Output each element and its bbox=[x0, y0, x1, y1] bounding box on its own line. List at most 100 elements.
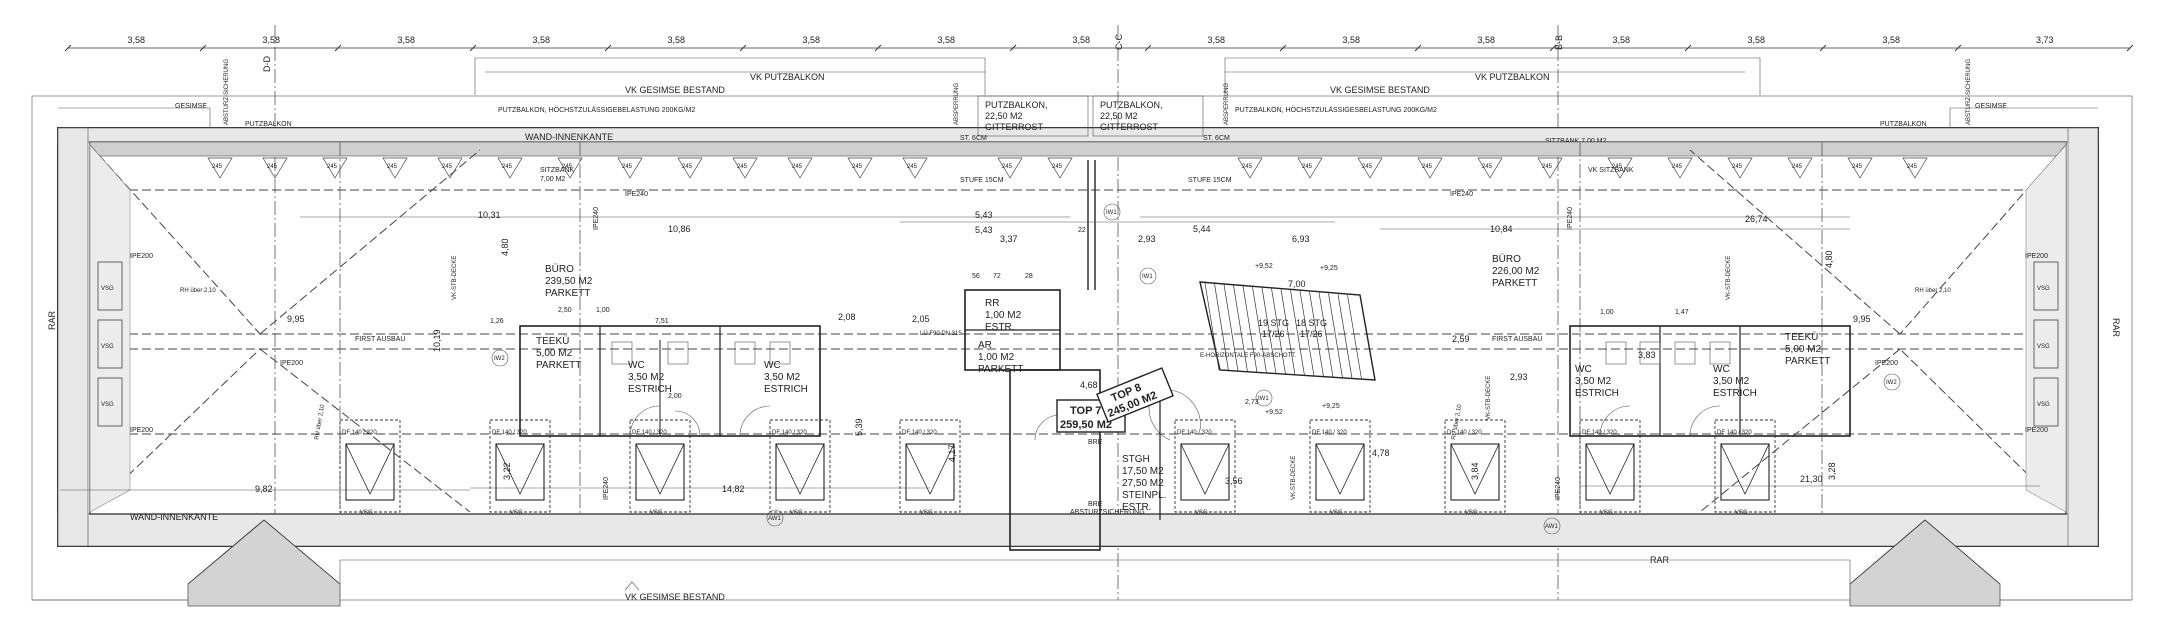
truss-triangle bbox=[617, 157, 643, 179]
ipe240-3: IPE240 bbox=[593, 207, 600, 230]
wc2-area: 3,50 M2 bbox=[764, 372, 801, 383]
wc1-name: WC bbox=[628, 360, 645, 371]
skylight-fold bbox=[1180, 443, 1230, 495]
skylight-fold bbox=[905, 443, 955, 495]
dim-925b: +9,25 bbox=[1322, 403, 1340, 410]
dim-1086: 10,86 bbox=[668, 224, 691, 234]
ar-name: AR bbox=[978, 340, 992, 351]
truss-dim: 245 bbox=[387, 164, 398, 170]
vsg-label: VSG bbox=[2037, 344, 2050, 350]
truss-dim: 245 bbox=[1002, 164, 1013, 170]
truss-dim: 245 bbox=[622, 164, 633, 170]
skylight-label: DF 140 / 320 bbox=[902, 430, 937, 436]
dim-356: 3,56 bbox=[1225, 476, 1243, 486]
wc3-floor: ESTRICH bbox=[1575, 388, 1619, 399]
skylight-vsg: VSG bbox=[1735, 510, 1748, 516]
skylight-frame bbox=[1309, 419, 1371, 513]
top-dim-label: 3,73 bbox=[2036, 35, 2054, 45]
gitterrost-right-line1: PUTZBALKON, bbox=[1100, 100, 1163, 110]
skylight-vsg: VSG bbox=[1330, 510, 1343, 516]
teekue-right-floor: PARKETT bbox=[1785, 356, 1830, 367]
label-stufe-left: STUFE 15CM bbox=[960, 177, 1004, 184]
wc4-name: WC bbox=[1713, 364, 1730, 375]
skylight-fold bbox=[1720, 443, 1770, 495]
label-absturzsicherung: ABSTURZSICHERUNG bbox=[1070, 509, 1145, 516]
room-wc-2: WC 3,50 M2 ESTRICH bbox=[764, 360, 808, 395]
dim-200: 2,00 bbox=[668, 393, 682, 400]
truss-dim: 245 bbox=[682, 164, 693, 170]
top-dim-label: 3,58 bbox=[803, 35, 821, 45]
dim-tick bbox=[604, 44, 612, 52]
dim-337: 3,37 bbox=[1000, 234, 1018, 244]
truss-triangle bbox=[1297, 157, 1323, 179]
dim-tick bbox=[1549, 44, 1557, 52]
wc1-floor: ESTRICH bbox=[628, 384, 672, 395]
wc3-name: WC bbox=[1575, 364, 1592, 375]
label-vk-gesimse-bottom: VK GESIMSE BESTAND bbox=[625, 592, 725, 602]
truss-triangle bbox=[437, 157, 463, 179]
skylight-fold bbox=[1450, 443, 1500, 495]
top-dim-label: 3,58 bbox=[398, 35, 416, 45]
section-b-b: B-B bbox=[1554, 35, 1564, 50]
dim-995r: 9,95 bbox=[1853, 314, 1871, 324]
gitterrost-right-line3: GITTERROST bbox=[1100, 122, 1159, 132]
vk-stb-1: VK-STB-DECKE bbox=[452, 256, 458, 300]
room-wc-4: WC 3,50 M2 ESTRICH bbox=[1713, 364, 1757, 399]
teekue-left-floor: PARKETT bbox=[536, 360, 581, 371]
truss-dim: 245 bbox=[852, 164, 863, 170]
dim-995l: 9,95 bbox=[287, 314, 305, 324]
skylight-label: DF 140 / 320 bbox=[1717, 430, 1752, 436]
skylight-frame bbox=[1579, 419, 1641, 513]
skylight-label: DF 140 / 320 bbox=[1582, 430, 1617, 436]
wc1-area: 3,50 M2 bbox=[628, 372, 665, 383]
dim-205: 2,05 bbox=[912, 314, 930, 324]
label-st-6cm-left: ST. 6CM bbox=[960, 135, 987, 142]
dim-751: 7,51 bbox=[655, 318, 669, 325]
dim-293b: 2,93 bbox=[1510, 372, 1528, 382]
dim-384: 3,84 bbox=[1470, 462, 1480, 480]
dim-2674: 26,74 bbox=[1745, 214, 1768, 224]
dim-tick bbox=[1279, 44, 1287, 52]
truss-dim: 245 bbox=[1907, 164, 1918, 170]
dim-543a: 5,43 bbox=[975, 210, 993, 220]
label-sitzbank-left-1: SITZBANK bbox=[540, 167, 575, 174]
top-dim-label: 3,58 bbox=[1343, 35, 1361, 45]
label-vk-putzbalkon-left: VK PUTZBALKON bbox=[750, 72, 825, 82]
iw1-top: IW1 bbox=[1106, 210, 1117, 216]
truss-dim: 245 bbox=[1852, 164, 1863, 170]
stg-19-ratio: 17/26 bbox=[1262, 329, 1285, 339]
dim-tick bbox=[1954, 44, 1962, 52]
ipe240-5: IPE240 bbox=[603, 477, 610, 500]
label-first-ausbau-left: FIRST AUSBAU bbox=[355, 336, 405, 343]
dim-2130: 21,30 bbox=[1800, 474, 1823, 484]
dim-56: 56 bbox=[972, 273, 980, 280]
buero-left-floor: PARKETT bbox=[545, 288, 590, 299]
dim-322: 3,22 bbox=[502, 462, 512, 480]
ar-floor: PARKETT bbox=[978, 364, 1023, 375]
dim-250: 2,50 bbox=[558, 307, 572, 314]
dim-543b: 5,43 bbox=[975, 225, 993, 235]
truss-triangle bbox=[1667, 157, 1693, 179]
stair-tread bbox=[1318, 292, 1334, 378]
iw2-right: IW2 bbox=[1886, 380, 1897, 386]
gitterrost-left: PUTZBALKON, 22,50 M2 GITTERROST bbox=[977, 95, 1089, 137]
truss-dim: 245 bbox=[1422, 164, 1433, 170]
dim-480: 4,80 bbox=[500, 238, 510, 256]
vsg-label: VSG bbox=[101, 286, 114, 292]
skylight-fold bbox=[495, 443, 545, 495]
stair-tread bbox=[1271, 288, 1286, 375]
label-absperrung-right: ABSPERRUNG bbox=[1224, 83, 1230, 125]
gitterrost-left-line3: GITTERROST bbox=[985, 122, 1044, 132]
central-core bbox=[964, 160, 1376, 551]
vsg-label: VSG bbox=[101, 344, 114, 350]
vsg-window bbox=[97, 319, 123, 369]
truss-triangle bbox=[997, 157, 1023, 179]
ar-area: 1,00 M2 bbox=[978, 352, 1015, 363]
dashed-grid bbox=[89, 142, 2067, 514]
skylight-label: DF 140 / 320 bbox=[492, 430, 527, 436]
truss-triangle bbox=[1787, 157, 1813, 179]
teekue-right-name: TEEKÜ bbox=[1785, 331, 1818, 343]
ipe200-6: IPE200 bbox=[1875, 360, 1898, 367]
label-vk-gesimse-right: VK GESIMSE BESTAND bbox=[1330, 85, 1430, 95]
